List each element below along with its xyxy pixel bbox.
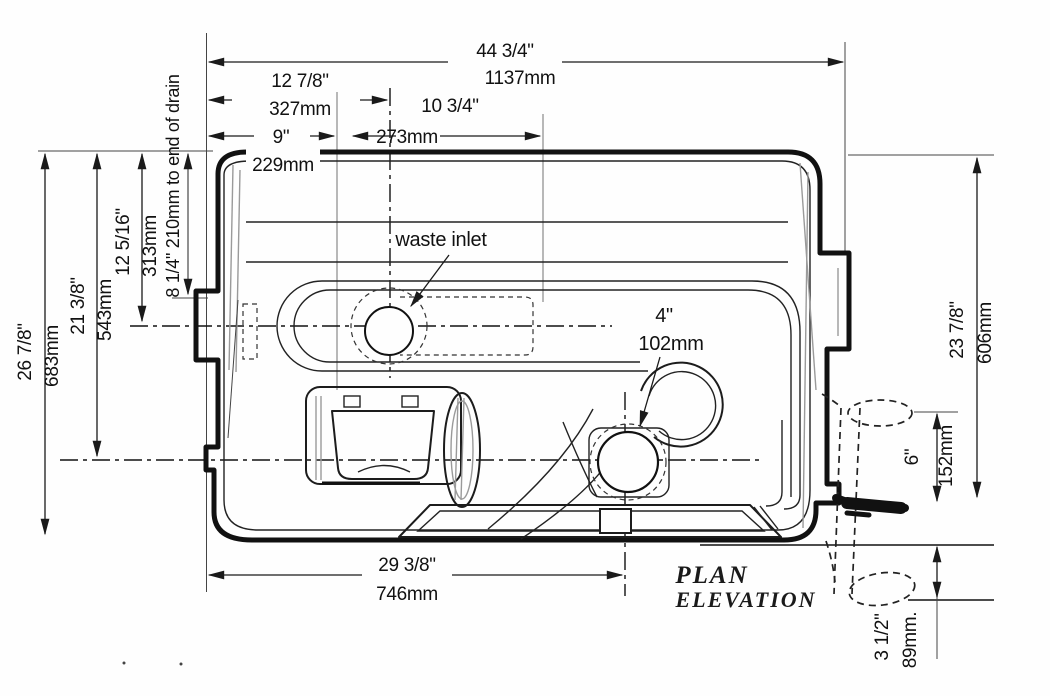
- pump-top-dashed-ellipse: [847, 399, 913, 427]
- taper-line: [235, 169, 241, 373]
- bracket-hatch: [753, 506, 773, 531]
- elevation-view-label: ELEVATION: [674, 587, 816, 612]
- port-size-label-mm: 102mm: [638, 333, 703, 355]
- dim-text-inlet-center-mm: 313mm: [140, 215, 161, 277]
- port-dashed-circle: [589, 423, 667, 501]
- dim-text-overall-width-in: 44 3/4": [476, 41, 533, 62]
- scan-speck: [122, 661, 126, 665]
- pump-frame-tab: [343, 395, 361, 408]
- taper-line: [228, 164, 234, 371]
- dim-text-drain-note: 8 1/4" 210mm to end of drain: [163, 74, 183, 297]
- dim-text-inlet-offset-in: 12 7/8": [271, 71, 328, 92]
- port-collar: [588, 427, 670, 498]
- dim-text-overall-depth-mm: 683mm: [42, 325, 63, 387]
- pump-handle-lip: [844, 510, 872, 518]
- pump-bucket: [331, 410, 435, 480]
- waste-inlet-label: waste inlet: [394, 229, 487, 251]
- pump-frame-tab: [401, 395, 419, 408]
- taper-line: [799, 162, 817, 391]
- waste-inlet-circle: [364, 306, 414, 356]
- dim-text-outlet-center-in: 21 3/8": [68, 277, 89, 334]
- blade-hatch: [454, 397, 459, 501]
- bracket-square: [599, 508, 632, 534]
- platform-outer-top: [322, 280, 801, 510]
- dimension-lines: [40, 57, 982, 599]
- dim-text-elbow-drop-in: 3 1/2": [872, 613, 893, 660]
- dim-text-229mm: 229mm: [252, 155, 314, 176]
- dim-text-inlet-offset-mm: 327mm: [269, 99, 331, 120]
- elbow-dashed-ellipse: [848, 571, 916, 607]
- dim-text-elbow-drop-mm: 89mm.: [900, 612, 921, 669]
- left-dashed-detail: [242, 303, 258, 360]
- dim-text-outlet-offset-in: 29 3/8": [378, 555, 435, 576]
- dim-text-outlet-offset-mm: 746mm: [376, 584, 438, 605]
- tank-outline: [193, 149, 852, 543]
- bracket-strip: [398, 504, 782, 538]
- handle-knob: [901, 504, 909, 512]
- text-mask: [246, 148, 320, 176]
- taper-line: [802, 171, 809, 529]
- dim-text-right-depth-mm: 606mm: [975, 302, 996, 364]
- port-leader: [639, 356, 661, 428]
- dim-text-273mm: 273mm: [376, 127, 438, 148]
- tank-plan-view: [193, 149, 852, 543]
- dim-text-outlet-center-mm: 543mm: [95, 279, 116, 341]
- dim-text-pump-drop-in: 6": [902, 449, 923, 466]
- dim-text-overall-depth-in: 26 7/8": [15, 323, 36, 380]
- dim-text-10in: 10 3/4": [421, 96, 478, 117]
- extension-lines: [38, 33, 994, 659]
- dim-text-overall-width-mm: 1137mm: [485, 68, 556, 89]
- pipe-connector-dashed: [825, 540, 836, 583]
- dim-text-inlet-center-in: 12 5/16": [113, 208, 134, 276]
- sweep-curve: [562, 421, 598, 498]
- pump-handle: [841, 497, 907, 514]
- blade-oval: [443, 392, 481, 508]
- bracket-strip-inner: [416, 510, 766, 532]
- waste-inlet-leader: [410, 254, 450, 308]
- scan-speck: [179, 662, 183, 666]
- dimension-texts: 44 3/4" 1137mm 12 7/8" 327mm 9" 229mm 10…: [15, 41, 996, 668]
- sweep-curve: [487, 408, 594, 530]
- blade-hatch: [460, 397, 465, 501]
- plan-view-label: PLAN: [674, 562, 748, 589]
- dim-text-9in: 9": [273, 127, 290, 148]
- inlet-dashed-circle: [350, 287, 428, 365]
- port-size-label-in: 4": [655, 305, 673, 327]
- dim-text-right-depth-in: 23 7/8": [947, 301, 968, 358]
- platform-inner-end: [293, 289, 640, 363]
- dim-text-pump-drop-mm: 152mm: [936, 425, 957, 487]
- platform-inner-corner: [765, 420, 783, 507]
- elevation-view: [821, 393, 916, 607]
- platform-outer-end: [276, 280, 648, 372]
- platform-inner-top: [330, 289, 792, 497]
- pipe-connector-dashed: [821, 393, 842, 408]
- curl-outer: [640, 361, 724, 448]
- curl-inner: [648, 370, 717, 441]
- taper-line: [227, 299, 239, 439]
- blade-oval-inner: [450, 400, 474, 500]
- tank-inner-outline: [223, 160, 811, 531]
- discharge-port-circle: [596, 430, 660, 494]
- pump-bucket-arc: [357, 464, 411, 473]
- bracket-hatch: [759, 505, 779, 530]
- pump-frame: [305, 386, 462, 485]
- inlet-dashed-zone: [400, 296, 534, 356]
